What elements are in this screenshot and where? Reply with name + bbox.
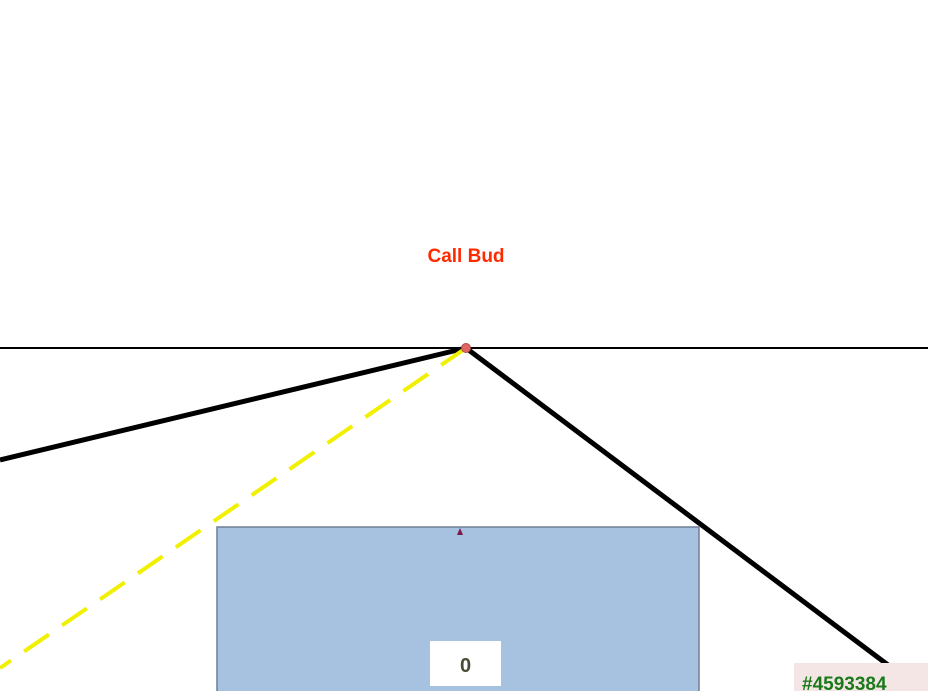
reference-id-background <box>794 663 928 691</box>
diagram-title: Call Bud <box>427 246 504 267</box>
right-diagonal-line <box>464 346 890 667</box>
box-marker-icon <box>457 528 463 535</box>
dashed-guide-line <box>0 346 468 670</box>
box-value-label: 0 <box>460 655 471 677</box>
reference-id-label: #4593384 <box>802 674 887 691</box>
left-diagonal-line <box>0 345 467 463</box>
apex-point <box>461 343 471 353</box>
value-label-background <box>430 641 501 686</box>
